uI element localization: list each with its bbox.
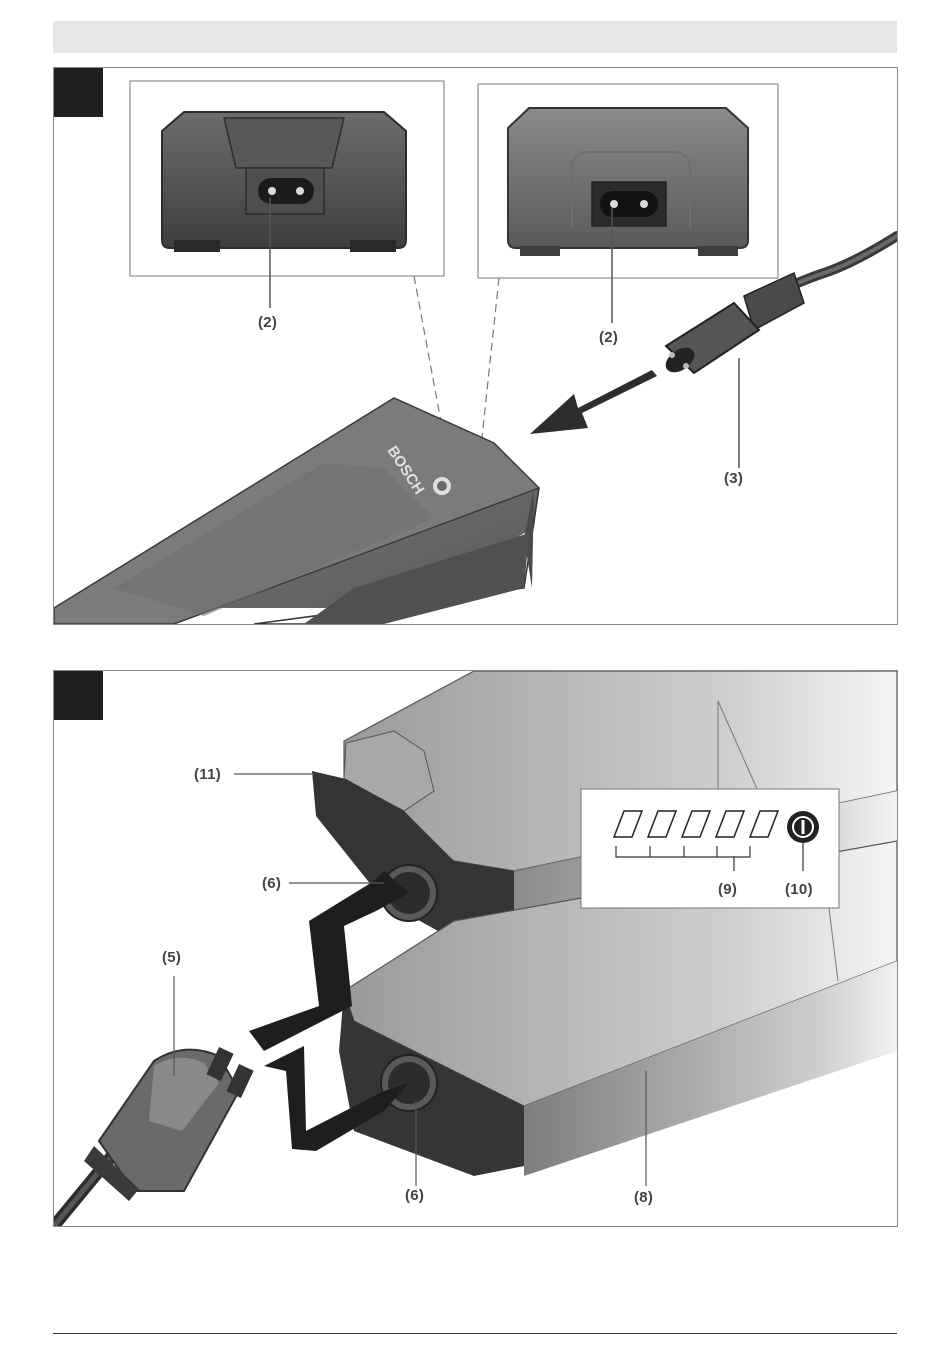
callout-8: (8) (634, 1189, 653, 1206)
callout-2-left: (2) (258, 314, 277, 331)
figure-a: BOSCH (2) (2) (3) (53, 67, 898, 625)
figure-a-illustration: BOSCH (54, 68, 897, 624)
charger-back-left (162, 112, 406, 252)
callout-2-right: (2) (599, 329, 618, 346)
charger-back-right (508, 108, 748, 256)
callout-11: (11) (194, 766, 221, 783)
callout-6-upper: (6) (262, 875, 281, 892)
callout-9: (9) (718, 881, 737, 898)
figure-b: (11) (6) (5) (9) (10) (6) (8) (53, 670, 898, 1227)
callout-3: (3) (724, 470, 743, 487)
figure-b-marker (54, 671, 103, 720)
callout-10: (10) (785, 881, 813, 898)
callout-6-lower: (6) (405, 1187, 424, 1204)
battery-pack (54, 398, 539, 624)
page-header-bar (53, 21, 897, 53)
insert-arrow (530, 370, 657, 434)
footer-rule (53, 1333, 897, 1334)
figure-a-marker (54, 68, 103, 117)
charger-plug (54, 1047, 254, 1226)
callout-5: (5) (162, 949, 181, 966)
